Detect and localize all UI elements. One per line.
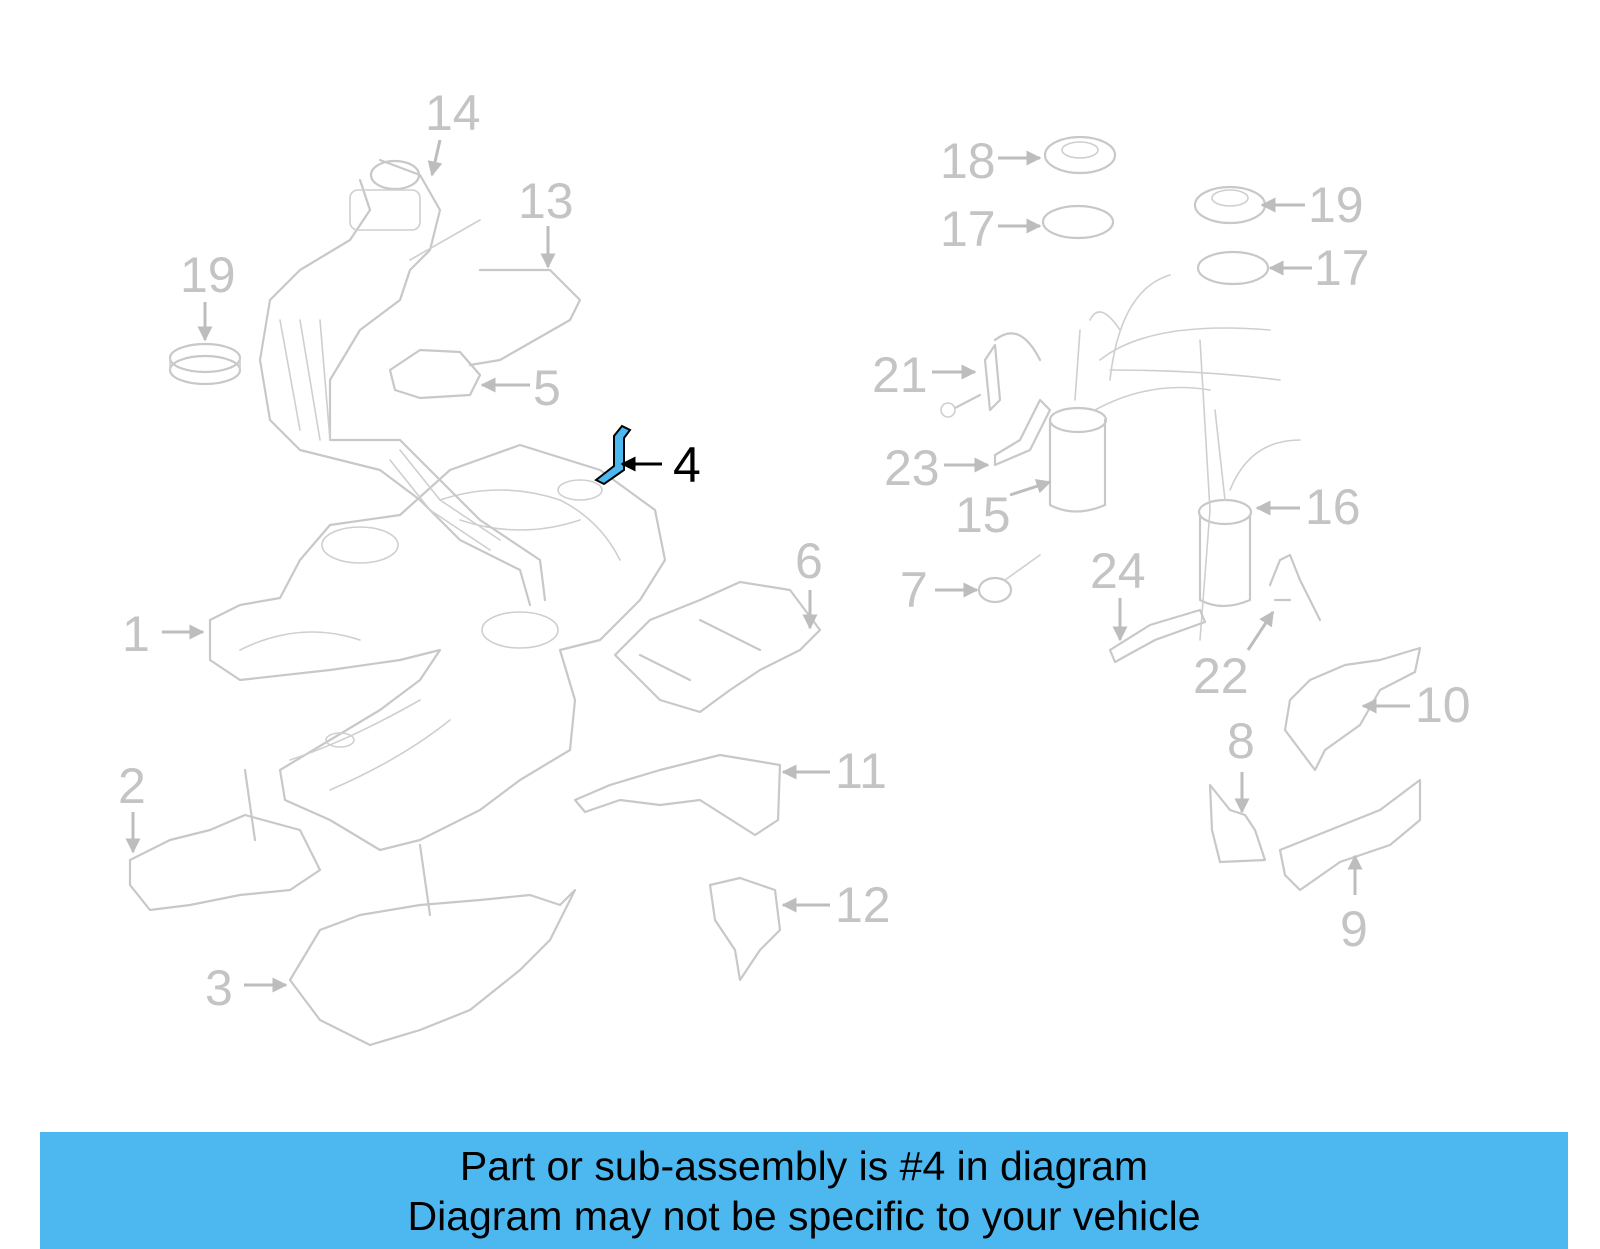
callout-19: 19 xyxy=(1308,177,1364,233)
callout-5: 5 xyxy=(533,360,561,416)
part-14-filler-neck xyxy=(258,158,547,607)
part-21-ring xyxy=(940,402,956,418)
callout-8: 8 xyxy=(1227,713,1255,769)
callout-15: 15 xyxy=(955,487,1011,543)
part-7-valve xyxy=(977,554,1041,604)
part-4-strap xyxy=(594,424,632,486)
callout-24: 24 xyxy=(1090,543,1146,599)
part-10-shield xyxy=(1283,646,1422,772)
callout-14: 14 xyxy=(425,85,481,141)
part-6-shield xyxy=(613,580,822,714)
part-11-bracket xyxy=(573,753,782,837)
part-3-shield xyxy=(288,843,577,1047)
part-21-bracket xyxy=(953,332,1042,412)
part-1-fuel-tank xyxy=(208,443,667,852)
callout-18: 18 xyxy=(940,133,996,189)
part-9-rail xyxy=(1278,778,1422,892)
callout-7: 7 xyxy=(900,562,928,618)
callout-12: 12 xyxy=(835,877,891,933)
part-5-cover xyxy=(388,348,482,400)
callout-13: 13 xyxy=(518,173,574,229)
callout-3: 3 xyxy=(205,960,233,1016)
callout-17-right: 17 xyxy=(1314,240,1370,296)
callout-11: 11 xyxy=(835,743,887,799)
callout-23: 23 xyxy=(884,440,940,496)
part-8-bracket xyxy=(1208,783,1267,864)
fuel-lines xyxy=(1089,274,1301,511)
callout-6: 6 xyxy=(795,533,823,589)
part-22-bracket xyxy=(1268,553,1322,622)
part-18-flange xyxy=(1043,135,1117,175)
part-16-sender xyxy=(1197,409,1253,641)
part-20-lock-ring xyxy=(168,342,242,386)
callout-17-left: 17 xyxy=(940,201,996,257)
callout-1: 1 xyxy=(122,606,150,662)
part-19-flange xyxy=(1193,185,1267,225)
part-12-bracket xyxy=(708,876,782,982)
callout-4: 4 xyxy=(673,437,701,493)
callout-arrows xyxy=(125,139,1410,993)
callout-9: 9 xyxy=(1340,901,1368,957)
callout-16: 16 xyxy=(1305,479,1361,535)
banner-line-1: Part or sub-assembly is #4 in diagram xyxy=(459,1143,1149,1189)
info-banner: Part or sub-assembly is #4 in diagram Di… xyxy=(40,1132,1568,1249)
callout-2: 2 xyxy=(118,758,146,814)
banner-line-2: Diagram may not be specific to your vehi… xyxy=(407,1193,1201,1239)
callout-10: 10 xyxy=(1415,677,1471,733)
parts-diagram: 14 13 19 5 1 6 2 3 11 12 18 17 19 17 21 … xyxy=(118,85,1471,1047)
part-15-fuel-pump xyxy=(1048,329,1211,513)
callout-22: 22 xyxy=(1193,648,1249,704)
part-13-vent-line xyxy=(468,268,582,367)
callout-20: 19 xyxy=(180,247,236,303)
part-2-shield xyxy=(128,768,322,912)
part-24-bracket xyxy=(1108,608,1207,664)
part-23-bracket xyxy=(993,398,1052,467)
part-17-seal-right xyxy=(1196,250,1270,286)
callout-labels: 14 13 19 5 1 6 2 3 11 12 18 17 19 17 21 … xyxy=(118,85,1471,1016)
part-17-seal-left xyxy=(1041,204,1115,240)
callout-21: 21 xyxy=(872,347,928,403)
